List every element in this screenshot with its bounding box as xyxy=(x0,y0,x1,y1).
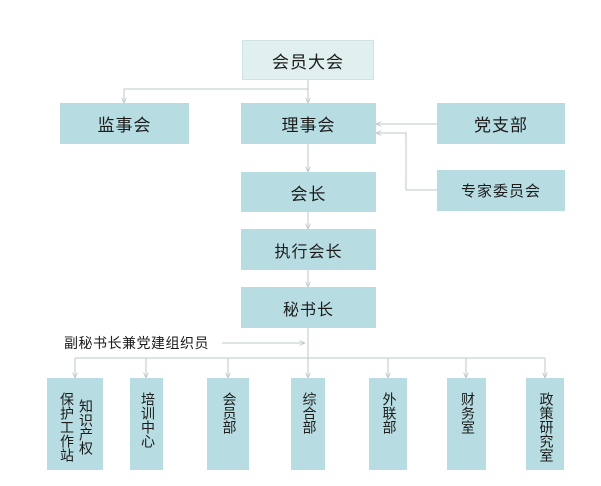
node-secretary-general-label: 秘书长 xyxy=(282,299,334,319)
dept-ip-protection: 知识产权 保护工作站 xyxy=(47,378,103,470)
node-expert-committee: 专家委员会 xyxy=(437,170,565,211)
dept-policy-research-label: 政策研究室 xyxy=(537,392,554,462)
node-deputy-secretary-label: 副秘书长兼党建组织员 xyxy=(64,336,209,352)
dept-external-relations-label: 外联部 xyxy=(380,392,397,434)
dept-general-affairs: 综合部 xyxy=(291,378,325,470)
node-general-assembly: 会员大会 xyxy=(242,40,374,80)
dept-ip-protection-col2: 保护工作站 xyxy=(58,392,74,462)
dept-policy-research: 政策研究室 xyxy=(526,378,564,470)
node-general-assembly-label: 会员大会 xyxy=(272,52,344,73)
node-council-label: 理事会 xyxy=(281,116,336,136)
dept-membership: 会员部 xyxy=(207,378,249,470)
node-supervisors-label: 监事会 xyxy=(97,116,152,136)
dept-external-relations: 外联部 xyxy=(369,378,407,470)
dept-ip-protection-label: 知识产权 保护工作站 xyxy=(57,392,93,462)
dept-membership-label: 会员部 xyxy=(220,392,237,434)
node-party-branch-label: 党支部 xyxy=(474,116,528,136)
dept-general-affairs-label: 综合部 xyxy=(300,392,317,434)
dept-ip-protection-col1: 知识产权 xyxy=(77,399,93,455)
node-president: 会长 xyxy=(241,172,376,212)
node-president-label: 会长 xyxy=(290,184,327,205)
node-deputy-secretary: 副秘书长兼党建组织员 xyxy=(64,333,209,353)
node-executive-president: 执行会长 xyxy=(241,229,376,270)
node-party-branch: 党支部 xyxy=(437,103,565,144)
line-assembly-supervisors xyxy=(124,88,308,103)
node-council: 理事会 xyxy=(241,103,376,144)
dept-finance-label: 财务室 xyxy=(459,392,475,434)
dept-finance: 财务室 xyxy=(447,378,486,470)
dept-training-center-label: 培训中心 xyxy=(139,392,155,448)
node-supervisors: 监事会 xyxy=(60,103,189,144)
line-expert-council xyxy=(376,133,437,191)
node-expert-committee-label: 专家委员会 xyxy=(460,182,541,200)
node-executive-president-label: 执行会长 xyxy=(274,241,343,261)
node-secretary-general: 秘书长 xyxy=(241,287,376,328)
dept-training-center: 培训中心 xyxy=(130,378,163,470)
